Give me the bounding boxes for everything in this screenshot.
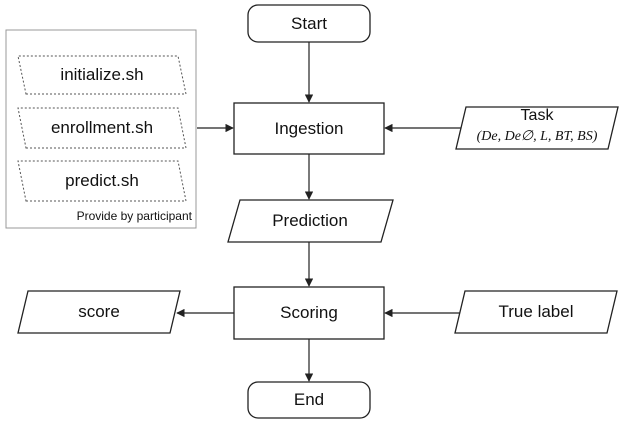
initialize-script-shape	[17, 55, 187, 95]
prediction-shape	[227, 199, 394, 243]
task-shape	[455, 106, 619, 150]
score-shape	[17, 290, 181, 334]
predict-script-shape	[17, 160, 187, 202]
true-label-shape	[454, 290, 618, 334]
start-shape	[247, 4, 371, 43]
ingestion-shape	[233, 102, 385, 155]
end-shape	[247, 381, 371, 419]
enrollment-script-shape	[17, 107, 187, 149]
scoring-shape	[233, 286, 385, 340]
